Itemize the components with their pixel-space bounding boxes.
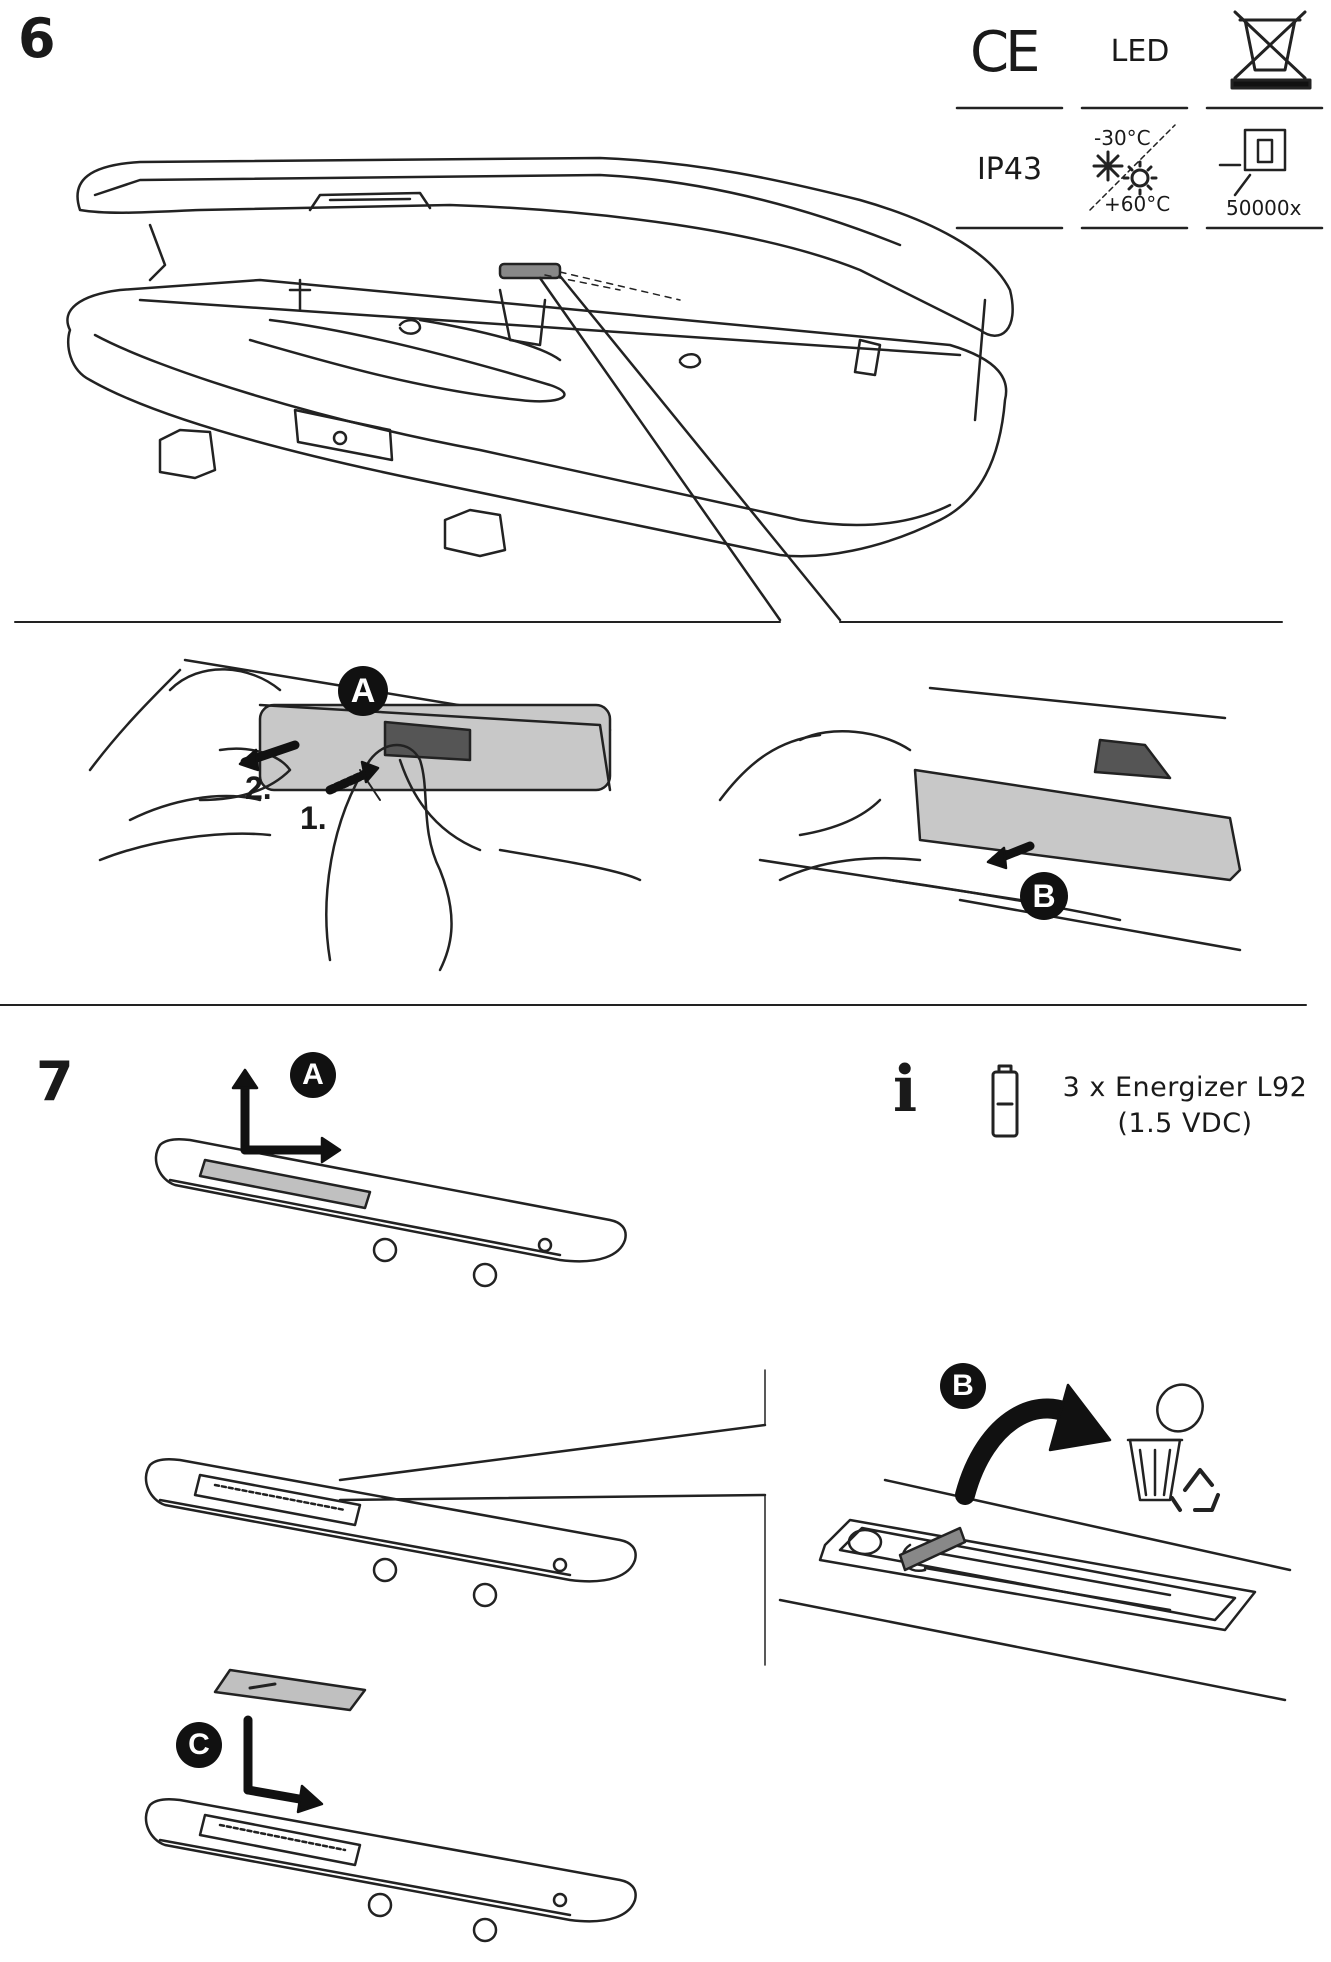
callout-a-step6: A <box>338 666 388 716</box>
callout-c-step7: C <box>176 1722 222 1768</box>
lamp-cover-removal-illustration <box>88 658 642 972</box>
info-icon: i <box>892 1052 918 1127</box>
temp-high-label: +60°C <box>1104 192 1171 216</box>
roof-box-illustration <box>66 156 1014 622</box>
battery-compartment-illustration <box>778 1478 1292 1702</box>
callout-b-step6: B <box>1020 872 1068 920</box>
ce-mark-icon: CE <box>970 20 1040 85</box>
snowflake-icon <box>1092 150 1124 182</box>
led-label: LED <box>1110 34 1170 69</box>
trash-can-icon <box>1126 1383 1204 1502</box>
battery-spec-line1: 3 x Energizer L92 <box>1062 1072 1308 1103</box>
cycles-label: 50000x <box>1226 196 1302 220</box>
step-1-label: 1. <box>300 800 327 836</box>
sun-icon <box>1122 160 1158 196</box>
battery-spec: 3 x Energizer L92 (1.5 VDC) <box>1050 1070 1320 1142</box>
callout-a-step7: A <box>290 1052 336 1098</box>
weee-bin-icon <box>1230 10 1312 90</box>
battery-spec-line2: (1.5 VDC) <box>1117 1108 1253 1139</box>
step-7-number: 7 <box>36 1050 74 1113</box>
recycle-icon <box>1170 1468 1220 1512</box>
step-2-label: 2. <box>245 770 272 806</box>
lamp-detached-illustration <box>718 686 1242 952</box>
temp-low-label: -30°C <box>1094 126 1151 150</box>
lamp-unit-bottom-illustration <box>144 1797 637 1943</box>
switch-press-icon <box>1218 128 1287 197</box>
callout-b-step7: B <box>940 1363 986 1409</box>
lamp-unit-top-illustration <box>154 1137 627 1288</box>
step-6-number: 6 <box>18 7 56 70</box>
ip-rating-label: IP43 <box>976 152 1043 187</box>
lamp-unit-open-illustration <box>144 1457 637 1608</box>
battery-icon <box>991 1064 1019 1138</box>
